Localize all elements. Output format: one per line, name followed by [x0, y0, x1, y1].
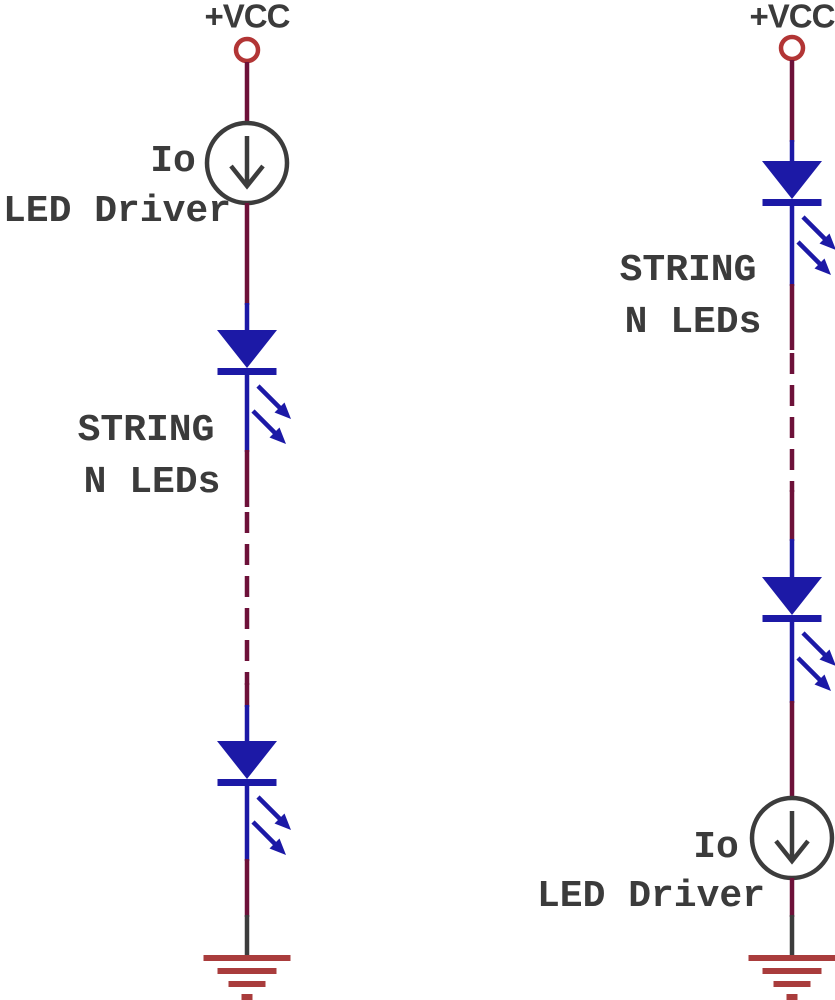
- right-driver-label: LED Driver: [536, 875, 766, 918]
- right-string-label-line2: N LEDs: [624, 301, 762, 344]
- left-string-label-line1: STRING: [77, 409, 215, 452]
- led-icon: [217, 741, 291, 855]
- vcc-terminal-icon: [233, 36, 261, 64]
- ground-icon: [748, 955, 835, 1000]
- left-driver-label: LED Driver: [2, 190, 232, 233]
- vcc-terminal-icon: [778, 34, 806, 62]
- right-string-label-line1: STRING: [619, 249, 757, 292]
- left-string-label-line2: N LEDs: [83, 461, 221, 504]
- current-source-icon: [749, 795, 835, 881]
- left-driver-current-label: Io: [150, 140, 196, 183]
- left-vcc-label: +VCC: [204, 0, 291, 35]
- left-circuit: [203, 36, 292, 1000]
- led-icon: [762, 161, 835, 275]
- right-driver-current-label: Io: [693, 826, 739, 869]
- led-icon: [217, 330, 291, 444]
- led-icon: [762, 577, 835, 691]
- right-circuit: [748, 34, 835, 1000]
- right-vcc-label: +VCC: [749, 0, 835, 35]
- ground-icon: [203, 955, 291, 1000]
- current-source-icon: [204, 120, 290, 206]
